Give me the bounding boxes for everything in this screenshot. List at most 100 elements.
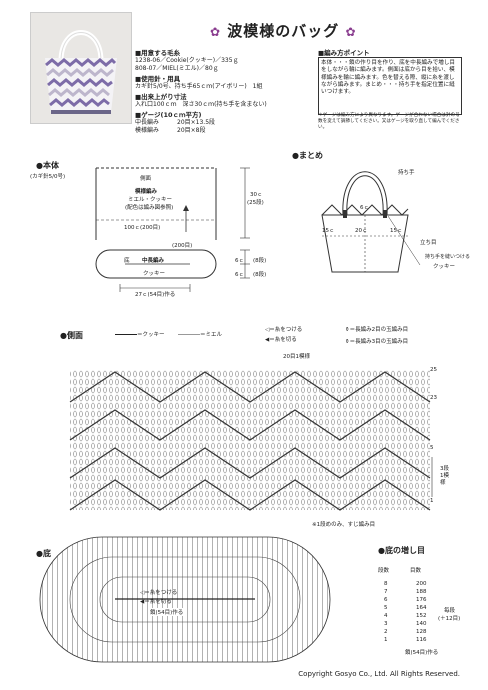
materials-block: ■用意する毛糸 1238-06／Cookie(クッキー)／335ｇ 808-07…	[135, 47, 305, 135]
title-text: 波模様のバッグ	[227, 22, 340, 40]
increase-row-count: 152	[416, 613, 427, 619]
assembly-diagram	[321, 171, 421, 273]
cut-arrow-icon: ◀	[140, 599, 145, 605]
increase-row-number: 5	[384, 605, 388, 611]
increase-row-count: 188	[416, 589, 427, 595]
gauge-heading: ■ゲージ(10ｃｍ平方)	[135, 111, 202, 119]
bottom-start-label: 鎖(54目)作る	[150, 608, 184, 616]
row-25: 25	[430, 367, 437, 373]
increase-row-number: 7	[384, 589, 388, 595]
repeat-rows: 3段1模様	[440, 466, 449, 486]
increase-start: 鎖(54目)作る	[405, 650, 439, 656]
attach-note: 持ち手を縫いつける	[425, 254, 471, 260]
miel-line-icon	[178, 334, 200, 335]
increase-row: 8 200	[378, 580, 438, 588]
increase-row: 7 188	[378, 588, 438, 596]
points-block: ■編み方ポイント 本体・・・鎖の作り目を作り、底を中長編みで増し目をしながら輪に…	[318, 47, 463, 130]
dim2: 6ｃ	[235, 272, 244, 278]
tools-heading: ■使用針・用具	[135, 75, 181, 83]
bottom-attach-note: ◁＝糸をつける	[140, 590, 178, 596]
wave-lines	[69, 371, 431, 511]
col-stitches: 目数	[410, 568, 422, 574]
cookie-line-icon	[115, 334, 137, 335]
arrow-head	[183, 205, 189, 211]
increase-row: 1 116	[378, 636, 438, 644]
increase-row-count: 176	[416, 597, 427, 603]
points-note: ＊ゲージは編み方により異なります。ゲージが合わない場合は針の号数を変えて調節して…	[318, 113, 460, 130]
side-footnote: ※1段めのみ、すじ編み目	[312, 522, 376, 528]
handle-label: 持ち手	[398, 170, 415, 176]
count-label: (200目)	[172, 243, 193, 249]
increase-row-count: 164	[416, 605, 427, 611]
attach-arrow-icon: ◁	[140, 590, 145, 596]
bottom-cut-note: ◀＝糸を切る	[140, 599, 172, 605]
increase-row-number: 3	[384, 621, 388, 627]
zigzag-edge	[321, 204, 409, 216]
size-heading: ■出来上がり寸法	[135, 93, 187, 101]
tools-line: カギ針5/0号、持ち手65ｃｍ(アイボリー) 1組	[135, 83, 263, 90]
dim2-rows: (8段)	[253, 272, 267, 278]
dim1: 6ｃ	[235, 258, 244, 264]
increase-row-number: 2	[384, 629, 388, 635]
increase-row-number: 1	[384, 637, 388, 643]
increase-row-number: 4	[384, 613, 388, 619]
increase-row: 5 164	[378, 604, 438, 612]
increase-heading: ●底の増し目	[378, 546, 425, 555]
bottom-yarn: クッキー	[143, 271, 166, 277]
body-diagram-heading: ●本体	[36, 161, 59, 170]
base-label: 27ｃ(54目)作る	[135, 292, 176, 298]
increase-side-note2: (＋12目)	[438, 616, 461, 622]
increase-row: 2 128	[378, 628, 438, 636]
increase-row-count: 200	[416, 581, 427, 587]
legend-cookie: ＝クッキー	[115, 330, 165, 338]
left-length: 15ｃ	[322, 228, 335, 234]
flower-icon: ✿	[210, 25, 222, 39]
increase-row-count: 128	[416, 629, 427, 635]
increase-row-number: 6	[384, 597, 388, 603]
row-23: 23	[430, 395, 437, 401]
copyright: Copyright Gosyo Co., Ltd. All Rights Res…	[298, 670, 460, 678]
size-line: 入れ口100ｃｍ 深さ30ｃｍ(持ち手を含まない)	[135, 101, 267, 108]
cut-arrow-icon: ◀	[265, 337, 270, 343]
bottom-chart	[39, 536, 331, 663]
middle-row-label: 立ち目	[420, 240, 437, 246]
repeat-label: 20目1模様	[283, 354, 310, 360]
col-rows: 段数	[378, 568, 390, 574]
bottom-oval	[95, 249, 217, 279]
increase-table: 8 200 7 188 6 176 5 164 4 152 3 140 2 128 1 116	[378, 580, 438, 644]
attach-yarn: クッキー	[433, 264, 456, 270]
pattern-label: 模様編み	[135, 189, 158, 195]
bag-outline	[321, 214, 409, 273]
materials-line: 808-07／MIEL(ミエル)／80ｇ	[135, 65, 219, 72]
rows-label: (25段)	[247, 200, 264, 206]
center-length: 20ｃ	[355, 228, 368, 234]
width-label: 100ｃ(200目)	[124, 223, 161, 231]
materials-line: 1238-06／Cookie(クッキー)／335ｇ	[135, 57, 239, 64]
increase-side-note: 毎段	[444, 608, 456, 614]
increase-row-count: 140	[416, 621, 427, 627]
bag-photo	[30, 12, 132, 124]
increase-row-count: 116	[416, 637, 427, 643]
increase-row: 4 152	[378, 612, 438, 620]
row-1: 1	[430, 498, 434, 504]
dim1-rows: (8段)	[253, 258, 267, 264]
cluster2-icon: ⚱	[345, 327, 350, 333]
body-diagram	[95, 167, 250, 292]
legend-attach: ◁＝糸をつける	[265, 327, 303, 333]
increase-row: 3 140	[378, 620, 438, 628]
bottom-chart-heading: ●底	[36, 549, 51, 558]
materials-heading: ■用意する毛糸	[135, 49, 181, 57]
legend-cluster3: ⚱＝長編み3目の玉編み目	[345, 339, 409, 345]
side-chart	[69, 370, 433, 511]
color-note: (配色は編み図参照)	[125, 205, 174, 211]
page-title: ✿ 波模様のバッグ ✿	[210, 20, 357, 41]
points-body: 本体・・・鎖の作り目を作り、底を中長編みで増し目をしながら輪に編みます。側面は底…	[318, 57, 462, 115]
bag-photo-illustration	[31, 13, 131, 123]
increase-row-number: 8	[384, 581, 388, 587]
bottom-label: 底	[124, 258, 130, 264]
points-heading: ■編み方ポイント	[318, 49, 370, 57]
side-label: 側面	[140, 176, 152, 182]
hook-label: (カギ針5/0号)	[30, 174, 66, 180]
